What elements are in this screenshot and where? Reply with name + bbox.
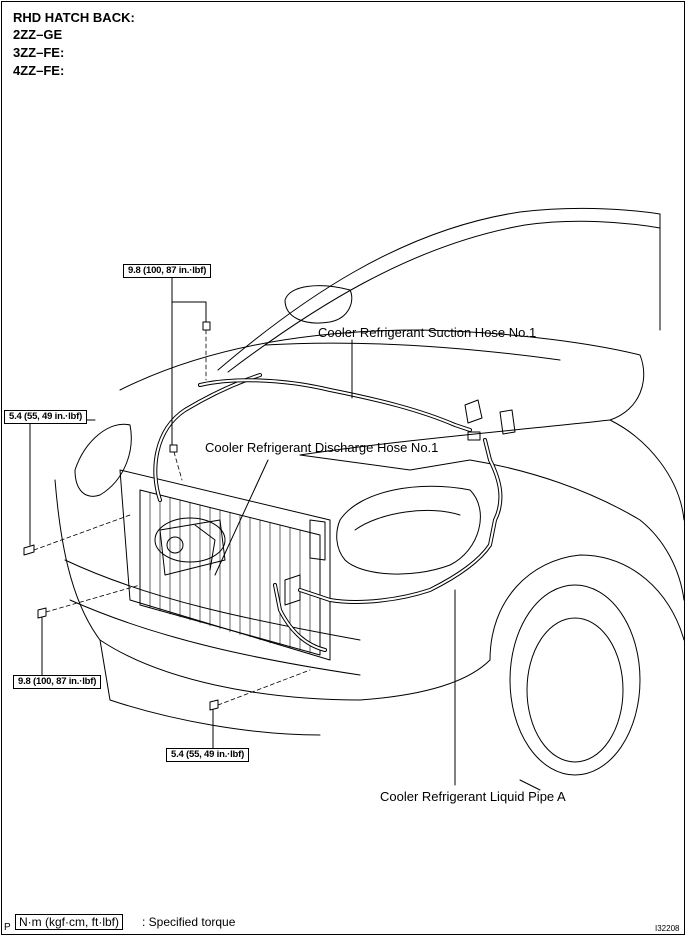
torque-spec-bottom: 5.4 (55, 49 in.·lbf) xyxy=(166,748,250,762)
engine-label-2: 3ZZ–FE: xyxy=(13,45,65,60)
figure-id: I32208 xyxy=(655,924,680,933)
torque-spec-left-lower: 9.8 (100, 87 in.·lbf) xyxy=(13,675,102,689)
discharge-hose-label: Cooler Refrigerant Discharge Hose No.1 xyxy=(205,440,439,455)
legend-description: : Specified torque xyxy=(142,915,236,929)
liquid-pipe-label: Cooler Refrigerant Liquid Pipe A xyxy=(380,789,566,804)
suction-hose-label: Cooler Refrigerant Suction Hose No.1 xyxy=(318,325,537,340)
legend-unit-box: N·m (kgf·cm, ft·lbf) xyxy=(15,914,123,930)
engine-label-1: 2ZZ–GE xyxy=(13,27,63,42)
model-heading: RHD HATCH BACK: xyxy=(13,10,135,25)
torque-spec-left-upper: 5.4 (55, 49 in.·lbf) xyxy=(4,410,88,424)
page-marker: P xyxy=(4,922,11,933)
torque-spec-top: 9.8 (100, 87 in.·lbf) xyxy=(123,264,212,278)
engine-label-3: 4ZZ–FE: xyxy=(13,63,65,78)
